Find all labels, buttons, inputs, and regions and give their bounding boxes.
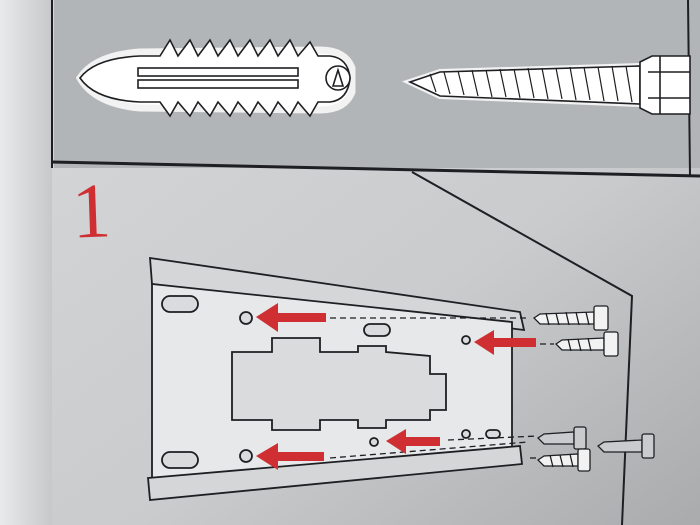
parts-panel xyxy=(51,0,700,178)
arrow-lower-left xyxy=(256,443,324,470)
lag-screw-icon xyxy=(401,55,691,115)
screw-icon xyxy=(536,448,591,472)
wall-bracket-plate-icon xyxy=(147,256,526,501)
screw-icon xyxy=(554,331,619,357)
screws xyxy=(532,305,655,472)
arrow-upper-right xyxy=(474,330,536,355)
screw-icon xyxy=(536,426,587,450)
screw-icon xyxy=(532,305,609,331)
arrow-lower-center xyxy=(386,429,440,454)
screw-icon xyxy=(596,433,655,459)
step-number: 1 xyxy=(70,166,113,255)
left-margin xyxy=(0,0,52,525)
arrow-upper-left xyxy=(256,303,326,332)
insertion-arrows xyxy=(256,303,536,470)
wall-anchor-icon xyxy=(75,38,356,118)
